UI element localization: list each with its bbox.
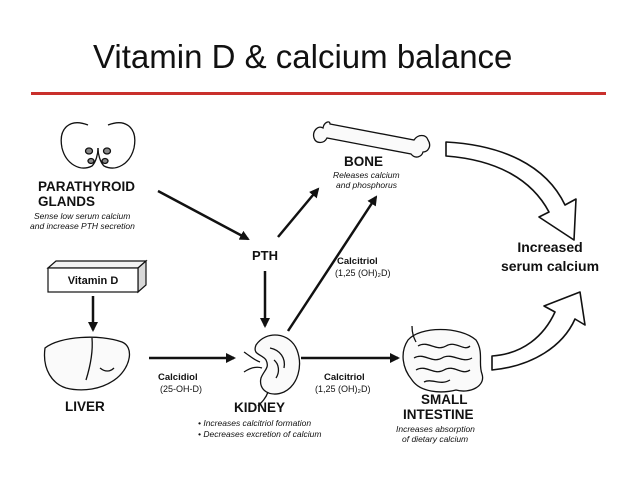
intestine-icon (402, 325, 484, 393)
arrow-pth-to-bone (277, 187, 320, 238)
intestine-desc-line2: of dietary calcium (402, 434, 468, 444)
arrow-intestine-to-result (491, 291, 586, 371)
calcitriol-bone-label-line1: Calcitriol (337, 256, 378, 267)
vitamin-d-box: Vitamin D (46, 259, 148, 294)
kidney-icon (243, 334, 301, 407)
parathyroid-label-line1: PARATHYROID (38, 179, 135, 194)
parathyroid-label-line2: GLANDS (38, 194, 95, 209)
liver-label: LIVER (65, 399, 105, 414)
intestine-label-line2: INTESTINE (403, 407, 474, 422)
parathyroid-desc-line1: Sense low serum calcium (34, 211, 130, 221)
result-label-line2: serum calcium (501, 258, 599, 274)
calcitriol-intestine-label-line1: Calcitriol (324, 372, 365, 383)
calcidiol-label-line1: Calcidiol (158, 372, 198, 383)
slide-title: Vitamin D & calcium balance (93, 38, 513, 75)
arrow-kidney-to-bone (286, 195, 378, 332)
intestine-label-line1: SMALL (421, 392, 468, 407)
pth-label: PTH (252, 248, 278, 263)
arrow-bone-to-result (445, 141, 577, 241)
kidney-note-line1: • Increases calcitriol formation (198, 418, 311, 428)
title-divider (31, 92, 606, 95)
bone-label: BONE (344, 154, 383, 169)
calcitriol-intestine-label-line2: (1,25 (OH)₂D) (315, 384, 371, 394)
kidney-label: KIDNEY (234, 400, 285, 415)
calcidiol-label-line2: (25-OH-D) (160, 384, 202, 394)
bone-desc-line2: and phosphorus (336, 180, 398, 190)
arrow-parathyroid-to-pth (157, 189, 250, 241)
liver-icon (43, 336, 131, 391)
intestine-desc-line1: Increases absorption (396, 424, 475, 434)
bone-desc-line1: Releases calcium (333, 170, 400, 180)
kidney-note-line2: • Decreases excretion of calcium (198, 429, 321, 439)
bone-icon (312, 121, 431, 158)
parathyroid-desc-line2: and increase PTH secretion (30, 221, 135, 231)
vitamin-d-label: Vitamin D (68, 275, 119, 287)
calcitriol-bone-label-line2: (1,25 (OH)₂D) (335, 268, 391, 278)
result-label-line1: Increased (517, 239, 582, 255)
parathyroid-glands-icon (60, 122, 136, 169)
